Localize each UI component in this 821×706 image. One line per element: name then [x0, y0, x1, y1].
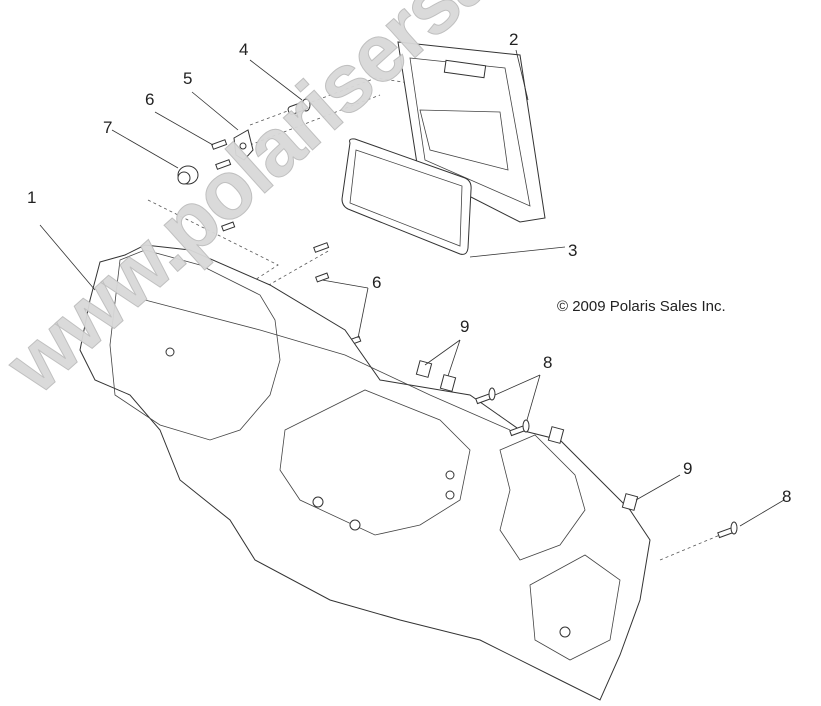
part-5-latch-plate — [233, 129, 254, 161]
callout-2: 2 — [509, 30, 518, 49]
copyright-notice: © 2009 Polaris Sales Inc. — [557, 298, 726, 315]
part-9-clips — [415, 360, 639, 511]
callout-9b: 9 — [683, 459, 692, 478]
callout-5: 5 — [183, 69, 192, 88]
callout-labels: 1 2 3 4 5 6 7 6 9 8 9 8 — [27, 30, 791, 506]
callout-6b: 6 — [372, 273, 381, 292]
part-1-dash-panel — [79, 244, 651, 701]
part-6-screws — [211, 139, 362, 346]
callout-8b: 8 — [782, 487, 791, 506]
callout-1: 1 — [27, 188, 36, 207]
callout-8a: 8 — [543, 353, 552, 372]
callout-9a: 9 — [460, 317, 469, 336]
callout-leader-lines — [39, 49, 785, 527]
callout-7: 7 — [103, 118, 112, 137]
part-7-bumper — [177, 165, 199, 185]
part-4-bolt — [287, 98, 311, 115]
callout-6a: 6 — [145, 90, 154, 109]
part-3-door-seal — [341, 138, 472, 255]
callout-3: 3 — [568, 241, 577, 260]
callout-4: 4 — [239, 40, 248, 59]
part-8-push-pins — [475, 387, 738, 539]
